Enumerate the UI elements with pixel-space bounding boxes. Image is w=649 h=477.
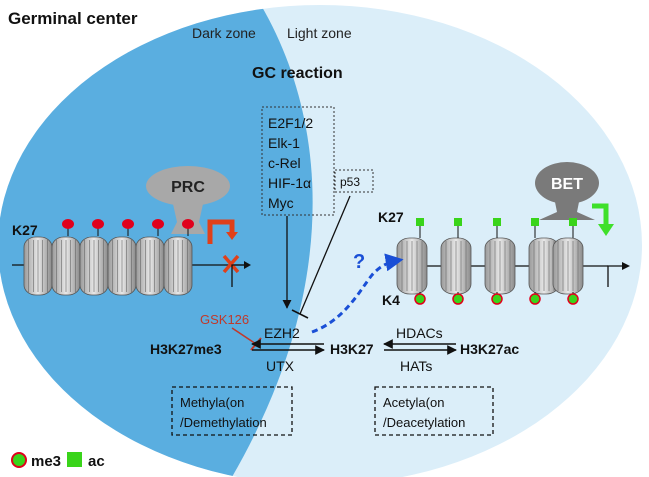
methyl-mark <box>182 219 194 229</box>
tf-hif1a: HIF-1α <box>268 175 311 191</box>
right-k27-label: K27 <box>378 209 404 225</box>
methylation-line-2: /Demethylation <box>180 415 267 430</box>
germinal-center-title: Germinal center <box>8 9 138 28</box>
k4-me3-mark <box>452 293 464 305</box>
left-nucleosome <box>23 236 53 296</box>
methylation-line-1: Methyla(on <box>180 395 244 410</box>
left-nucleosome <box>135 236 165 296</box>
ac-legend-label: ac <box>88 453 105 470</box>
acetyl-mark <box>416 218 424 226</box>
left-nucleosome <box>163 236 193 296</box>
left-nucleosome <box>51 236 81 296</box>
left-k27-label: K27 <box>12 222 38 238</box>
left-methyl-marks <box>62 219 194 236</box>
h3k27me3-label: H3K27me3 <box>150 341 222 357</box>
left-nucleosome <box>107 236 137 296</box>
activation-arrowhead-icon <box>598 224 614 236</box>
ac-legend-icon <box>67 452 82 467</box>
tf-myc: Myc <box>268 195 294 211</box>
tf-crel: c-Rel <box>268 155 301 171</box>
k4-me3-mark <box>567 293 579 305</box>
right-nucleosome <box>552 237 584 295</box>
unknown-link-arrow <box>311 253 404 334</box>
right-tss-arrowhead-icon <box>622 262 630 270</box>
bet-label: BET <box>551 176 583 193</box>
question-mark: ? <box>353 251 365 273</box>
h3k27ac-label: H3K27ac <box>460 341 519 357</box>
methylation-process-box: Methyla(on /Demethylation <box>171 386 293 436</box>
right-nucleosome <box>396 237 428 295</box>
left-nucleosome-array <box>23 236 193 296</box>
activation-arrow-icon <box>592 203 609 226</box>
dark-zone-label: Dark zone <box>192 25 256 41</box>
light-zone-label: Light zone <box>287 25 352 41</box>
methyl-mark <box>122 219 134 229</box>
right-tss-icon <box>607 265 622 287</box>
gc-reaction-label: GC reaction <box>252 65 343 82</box>
ezh2-label: EZH2 <box>264 325 300 341</box>
right-k4-label: K4 <box>382 292 400 308</box>
acetyl-mark <box>454 218 462 226</box>
repression-arrow-icon <box>207 219 235 244</box>
acetyl-mark <box>531 218 539 226</box>
k4-me3-mark <box>529 293 541 305</box>
p53-label: p53 <box>340 175 360 189</box>
legend: me3 ac <box>11 452 105 470</box>
hdacs-label: HDACs <box>396 325 443 341</box>
right-nucleosome-array <box>396 237 584 295</box>
prc-repressed-chromatin: PRC K27 <box>12 166 251 296</box>
right-histone-marks <box>414 218 579 305</box>
h3k27-label: H3K27 <box>330 341 374 357</box>
methyl-mark <box>92 219 104 229</box>
bet-active-chromatin: BET K27 K4 <box>378 162 630 308</box>
acetyl-mark <box>569 218 577 226</box>
methyl-mark <box>62 219 74 229</box>
blocked-x-icon <box>222 254 240 274</box>
k4-me3-mark <box>414 293 426 305</box>
transcription-factor-box: E2F1/2 Elk-1 c-Rel HIF-1α Myc <box>261 106 335 216</box>
acetylation-process-box: Acetyla(on /Deacetylation <box>374 386 494 436</box>
me3-legend-label: me3 <box>31 453 61 470</box>
hats-label: HATs <box>400 358 432 374</box>
k4-me3-mark <box>491 293 503 305</box>
acetyl-mark <box>493 218 501 226</box>
bet-complex: BET <box>535 162 599 220</box>
left-tss-arrowhead-icon <box>244 261 251 269</box>
tf-e2f: E2F1/2 <box>268 115 313 131</box>
left-nucleosome <box>79 236 109 296</box>
p53-inhibition-line <box>299 195 351 315</box>
right-nucleosome <box>440 237 472 295</box>
gsk126-label: GSK126 <box>200 312 249 327</box>
prc-label: PRC <box>171 179 205 196</box>
acetylation-line-2: /Deacetylation <box>383 415 465 430</box>
right-nucleosome <box>528 237 560 295</box>
methyl-mark <box>152 219 164 229</box>
acetylation-line-1: Acetyla(on <box>383 395 444 410</box>
right-nucleosome <box>484 237 516 295</box>
me3-legend-icon <box>11 452 27 468</box>
p53-box: p53 <box>334 169 374 193</box>
p53-inhibition-bar <box>291 309 309 319</box>
left-tss-icon <box>231 264 244 287</box>
tf-elk1: Elk-1 <box>268 135 300 151</box>
repression-arrowhead-icon <box>226 232 238 240</box>
utx-label: UTX <box>266 358 295 374</box>
